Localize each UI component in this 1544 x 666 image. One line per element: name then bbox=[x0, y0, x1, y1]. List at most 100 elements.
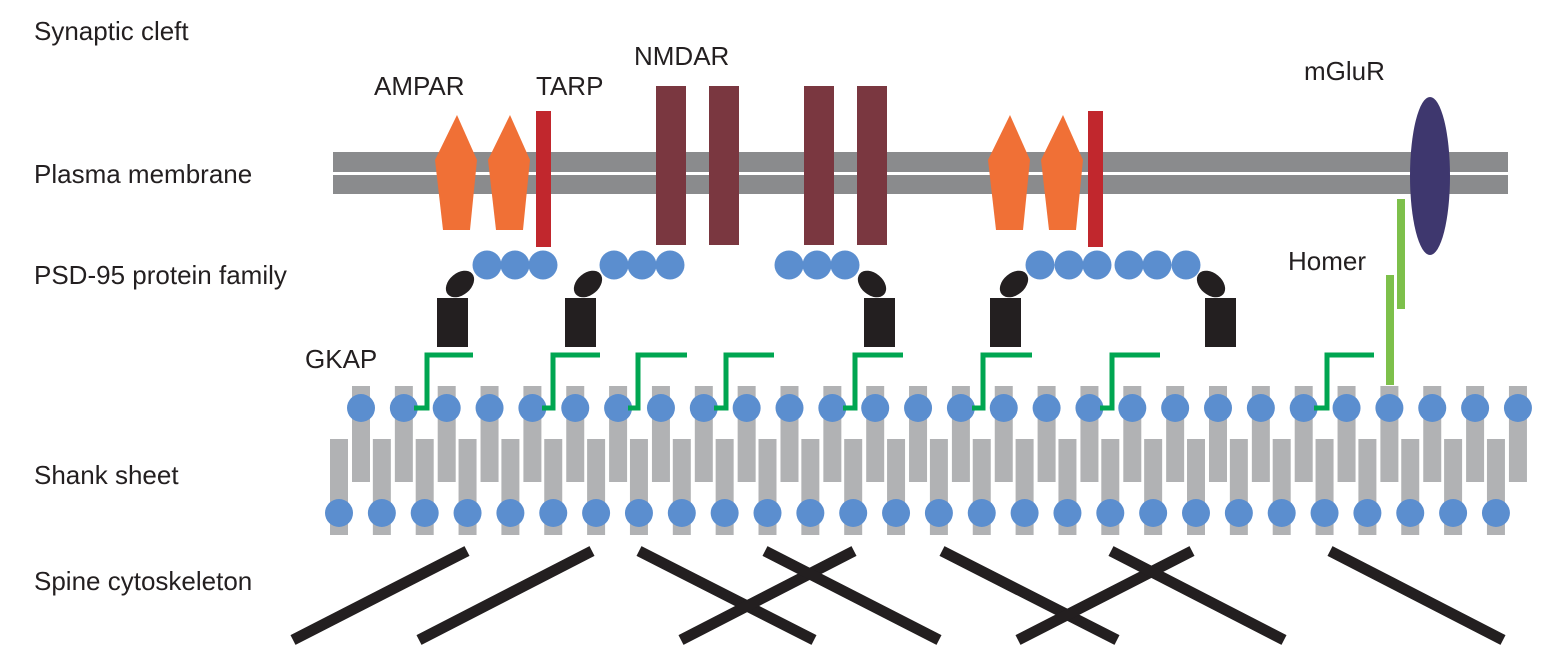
label-homer: Homer bbox=[1288, 246, 1366, 276]
label-ampar: AMPAR bbox=[374, 71, 465, 101]
shank-node-bottom bbox=[667, 499, 696, 527]
shank-node-bottom bbox=[1182, 499, 1210, 527]
label-plasma-membrane: Plasma membrane bbox=[34, 159, 252, 189]
shank-node-top bbox=[1503, 394, 1532, 422]
psd95-pdz-domain bbox=[802, 250, 832, 280]
label-gkap: GKAP bbox=[305, 344, 377, 374]
shank-node-top bbox=[561, 394, 590, 422]
shank-node-bottom bbox=[839, 499, 868, 527]
shank-node-top bbox=[1461, 394, 1490, 422]
shank-node-top bbox=[1204, 394, 1232, 422]
psd95-pdz-domain bbox=[655, 250, 685, 280]
psd95-gk-domain bbox=[864, 298, 895, 347]
shank-node-top bbox=[1332, 394, 1361, 422]
shank-node-bottom bbox=[624, 499, 653, 527]
shank-node-top bbox=[432, 394, 461, 422]
spine-cytoskeleton bbox=[290, 546, 1506, 645]
psd95-sh3-domain bbox=[857, 270, 887, 298]
shank-node-bottom bbox=[1139, 499, 1168, 527]
label-psd95-family: PSD-95 protein family bbox=[34, 260, 287, 290]
shank-node-top bbox=[946, 394, 975, 422]
shank-node-bottom bbox=[1310, 499, 1339, 527]
nmdar-subunit bbox=[857, 86, 887, 245]
shank-node-top bbox=[904, 394, 933, 422]
shank-node-bottom bbox=[1096, 499, 1125, 527]
plasma-membrane bbox=[333, 152, 1508, 194]
psd95-pdz-domain bbox=[830, 250, 860, 280]
psd95-pdz-domain bbox=[1171, 250, 1201, 280]
shank-node-top bbox=[1032, 394, 1061, 422]
actin-filament bbox=[762, 546, 942, 645]
psd95-pdz-domain bbox=[500, 250, 530, 280]
gkap-linker bbox=[714, 352, 774, 411]
shank-node-bottom bbox=[453, 499, 482, 527]
actin-filament bbox=[290, 546, 470, 645]
gkap-linker bbox=[972, 352, 1032, 411]
gkap-linker bbox=[542, 352, 600, 411]
psd95-gk-domain bbox=[437, 298, 468, 347]
shank-node-bottom bbox=[882, 499, 911, 527]
nmdar-subunit bbox=[656, 86, 686, 245]
psd95-sh3-domain bbox=[999, 270, 1029, 298]
shank-node-top bbox=[818, 394, 847, 422]
tarp bbox=[536, 111, 551, 247]
ampar-subunit bbox=[488, 115, 530, 230]
psd95-pdz-domain bbox=[472, 250, 502, 280]
gkap-linkers bbox=[414, 352, 1374, 411]
actin-filament bbox=[636, 546, 817, 645]
gkap-linker bbox=[1100, 352, 1160, 411]
homer-upper bbox=[1397, 199, 1405, 309]
shank-node-bottom bbox=[1353, 499, 1382, 527]
shank-node-top bbox=[389, 394, 418, 422]
label-synaptic-cleft: Synaptic cleft bbox=[34, 16, 189, 46]
shank-node-bottom bbox=[1267, 499, 1296, 527]
actin-filament bbox=[939, 546, 1120, 645]
psd95-sh3-domain bbox=[1196, 270, 1226, 298]
shank-node-top bbox=[689, 394, 718, 422]
shank-node-top bbox=[861, 394, 890, 422]
psd95-family bbox=[437, 250, 1236, 347]
shank-sheet bbox=[325, 386, 1532, 535]
shank-node-top bbox=[1375, 394, 1404, 422]
shank-node-top bbox=[1075, 394, 1104, 422]
shank-node-top bbox=[989, 394, 1018, 422]
gkap-linker bbox=[414, 352, 473, 411]
membrane-outer-leaflet bbox=[333, 152, 1508, 172]
shank-node-top bbox=[1161, 394, 1190, 422]
shank-node-bottom bbox=[410, 499, 439, 527]
shank-node-top bbox=[475, 394, 504, 422]
shank-node-bottom bbox=[539, 499, 568, 527]
label-nmdar: NMDAR bbox=[634, 41, 729, 71]
shank-node-bottom bbox=[924, 499, 953, 527]
psd95-pdz-domain bbox=[774, 250, 804, 280]
actin-filament bbox=[678, 546, 857, 645]
nmdar-subunit bbox=[804, 86, 834, 245]
shank-node-top bbox=[775, 394, 804, 422]
shank-node-bottom bbox=[1053, 499, 1082, 527]
shank-node-top bbox=[1246, 394, 1275, 422]
label-tarp: TARP bbox=[536, 71, 603, 101]
mglur bbox=[1410, 97, 1450, 255]
ampar-subunit bbox=[988, 115, 1030, 230]
gkap-linker bbox=[628, 352, 687, 411]
label-mglur: mGluR bbox=[1304, 56, 1385, 86]
gkap-linker bbox=[1314, 352, 1374, 411]
psd95-pdz-domain bbox=[1142, 250, 1172, 280]
psd95-pdz-domain bbox=[528, 250, 558, 280]
psd95-gk-domain bbox=[1205, 298, 1236, 347]
shank-node-top bbox=[518, 394, 547, 422]
shank-node-bottom bbox=[367, 499, 396, 527]
psd95-pdz-domain bbox=[1054, 250, 1084, 280]
psd95-pdz-domain bbox=[1082, 250, 1112, 280]
shank-node-bottom bbox=[710, 499, 739, 527]
actin-filament bbox=[416, 546, 595, 645]
shank-node-top bbox=[1118, 394, 1147, 422]
psd95-pdz-domain bbox=[627, 250, 657, 280]
shank-node-top bbox=[604, 394, 633, 422]
psd95-gk-domain bbox=[565, 298, 596, 347]
psd95-pdz-domain bbox=[1025, 250, 1055, 280]
psd95-sh3-domain bbox=[573, 270, 603, 298]
label-spine-cytoskeleton: Spine cytoskeleton bbox=[34, 566, 252, 596]
shank-node-top bbox=[646, 394, 675, 422]
